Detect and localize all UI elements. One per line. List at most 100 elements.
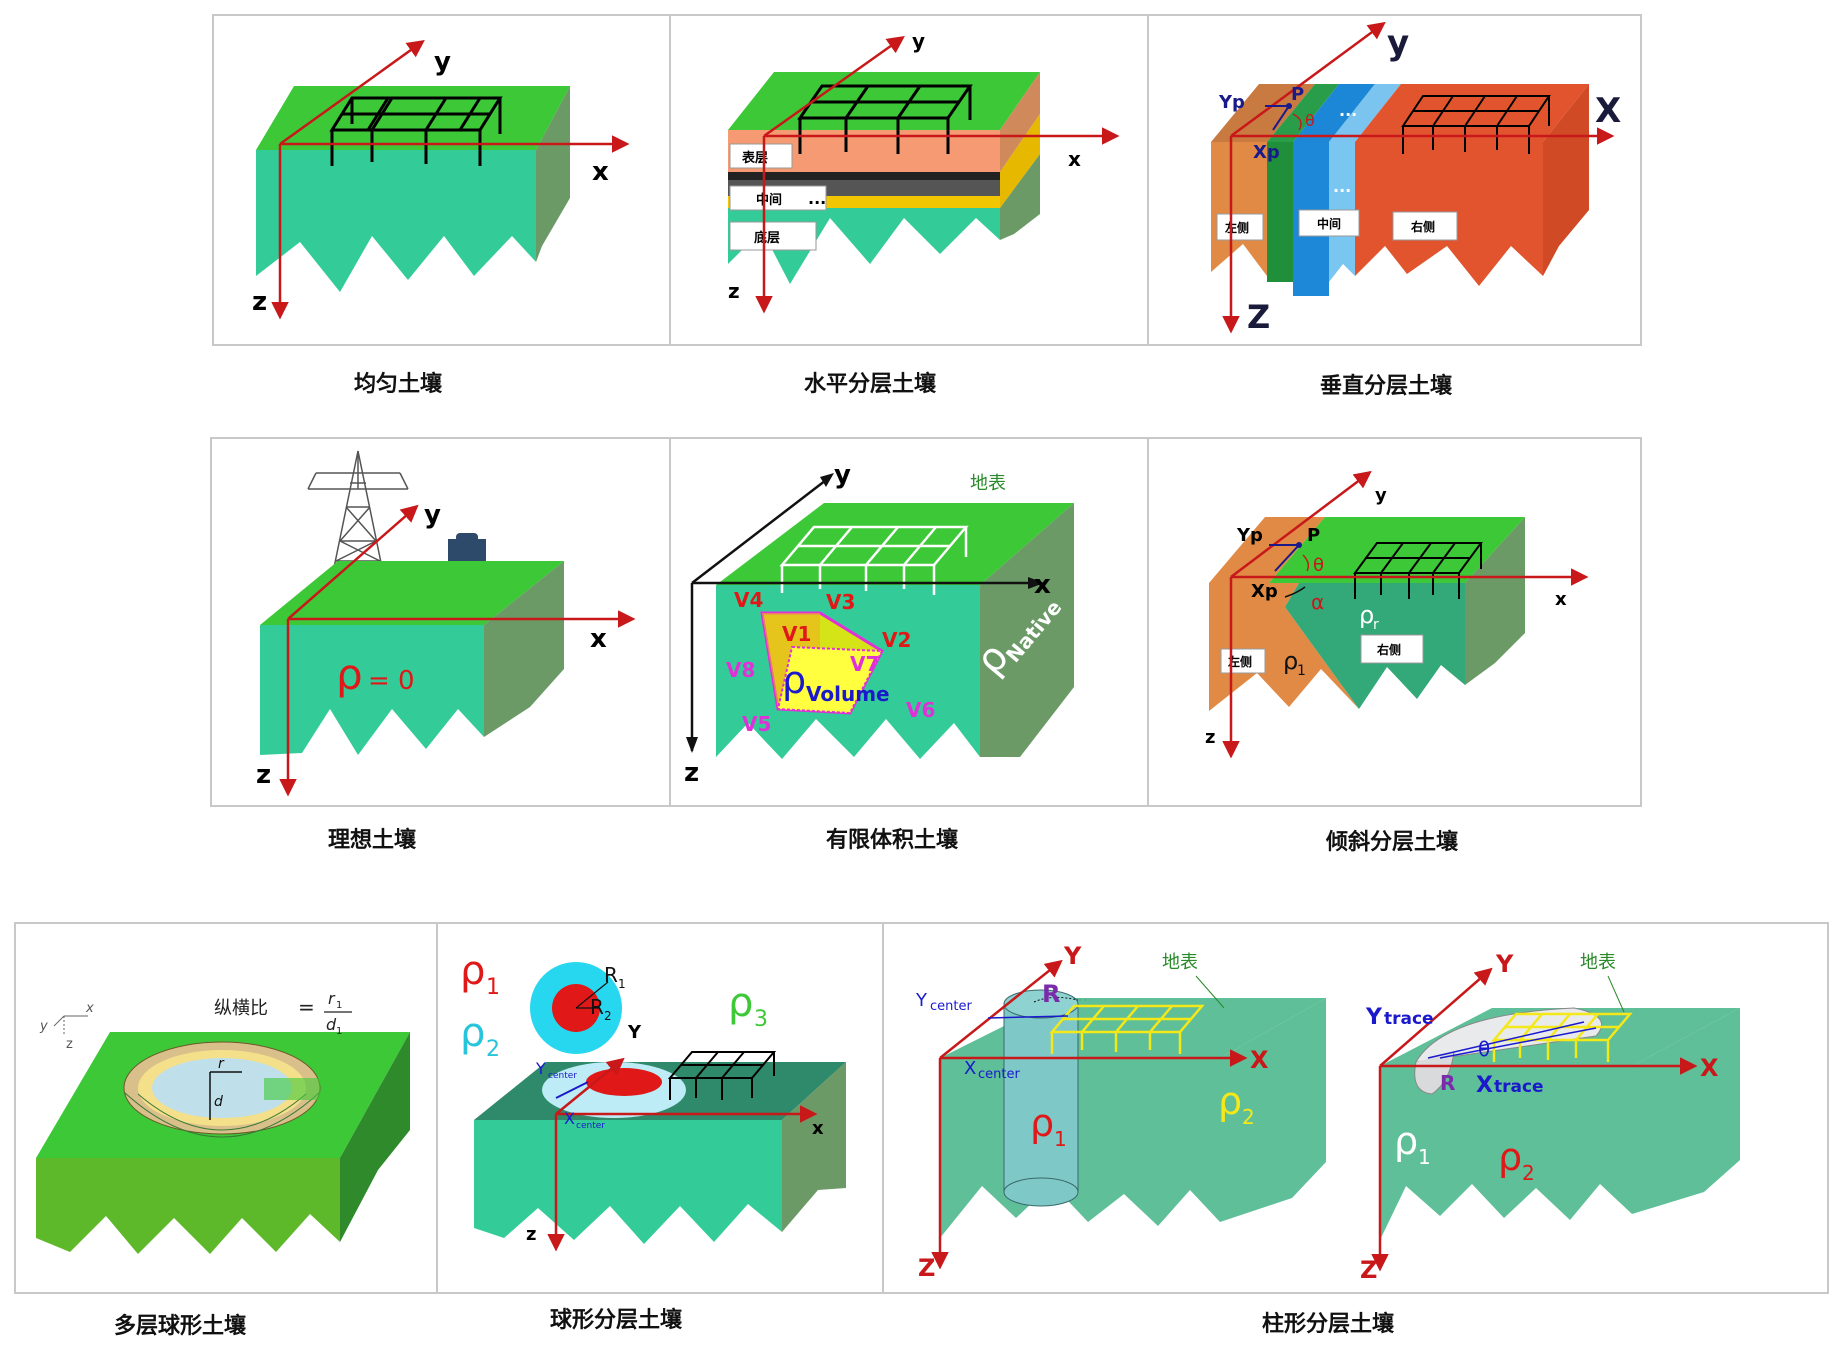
- caption-finite: 有限体积土壤: [825, 828, 958, 853]
- p-label: P: [1291, 84, 1304, 105]
- aspect-numerator-sub: 1: [336, 1000, 342, 1011]
- vertex-v1: V1: [782, 622, 811, 646]
- left-rho2-subscript: 2: [1242, 1105, 1255, 1129]
- horizontal-layer-diagram: 表层 中间 ... 底层 x y z: [728, 29, 1120, 314]
- inclined-layer-diagram: 左侧 右侧 x y z Yp Xp P θ α ρ 1 ρ r: [1205, 470, 1589, 759]
- row2-divider-1: [669, 437, 671, 807]
- left-surface-label: 地表: [1162, 952, 1198, 973]
- x-axis-label: X: [1595, 91, 1621, 131]
- caption-vertical: 垂直分层土壤: [1319, 374, 1452, 399]
- row2-frame: [210, 437, 1642, 807]
- caption-cylinder: 柱形分层土壤: [1261, 1312, 1394, 1337]
- label-middle-box: [1298, 209, 1360, 237]
- z-axis-label: z: [256, 760, 271, 790]
- layer-label-middle: 中间: [756, 192, 782, 208]
- x-axis-label: x: [592, 157, 609, 187]
- row3-frame: [14, 922, 1829, 1294]
- z-axis-label: z: [526, 1224, 536, 1245]
- label-right: 右侧: [1410, 219, 1435, 234]
- theta-label: θ: [1305, 111, 1315, 130]
- xp-label: Xp: [1253, 142, 1280, 163]
- layer-label-top: 表层: [741, 150, 768, 166]
- label-right: 右侧: [1376, 642, 1401, 657]
- alpha-label: α: [1311, 590, 1324, 614]
- rho2-subscript: 2: [486, 1037, 500, 1062]
- left-y-axis-label: Y: [1063, 942, 1082, 970]
- sphere-layer-diagram: x Y z ρ 1 ρ 2 ρ 3 R 1 R 2 Y center X cen…: [460, 948, 846, 1252]
- label-middle: 中间: [1317, 216, 1341, 231]
- row3-divider-1: [436, 922, 438, 1294]
- right-z-axis-label: Z: [1360, 1256, 1377, 1284]
- z-axis-label: Z: [1247, 298, 1270, 336]
- r1-label: R: [604, 963, 618, 987]
- trace-theta-label: θ: [1478, 1037, 1490, 1061]
- rho-volume-subscript: Volume: [806, 682, 890, 706]
- vertex-v5: V5: [742, 712, 771, 736]
- radius-label: r: [218, 1056, 225, 1072]
- y-axis-label: y: [834, 460, 851, 490]
- row1-frame: [212, 14, 1642, 346]
- label-left: 左侧: [1224, 220, 1249, 235]
- y-axis-label: y: [434, 47, 451, 77]
- xcenter-subscript: center: [978, 1067, 1020, 1082]
- layer-label-middle-box: [729, 185, 827, 211]
- rho-equals-zero: = 0: [368, 666, 415, 696]
- caption-multisphere: 多层球形土壤: [113, 1314, 246, 1339]
- row1-divider-2: [1147, 14, 1149, 346]
- left-x-axis-label: X: [1250, 1046, 1269, 1074]
- xtrace-subscript: trace: [1494, 1077, 1544, 1097]
- label-left-box: [1220, 648, 1266, 674]
- cylinder-layer-diagram: X Y Z 地表 Y center X center R ρ 1 ρ 2 X Y…: [915, 942, 1740, 1284]
- z-axis-label: z: [728, 279, 740, 303]
- row1-divider-1: [669, 14, 671, 346]
- left-rho1-symbol: ρ: [1030, 1101, 1054, 1145]
- x-axis-label: x: [590, 624, 607, 654]
- right-rho1-subscript: 1: [1418, 1145, 1431, 1169]
- z-axis-label: z: [252, 287, 267, 317]
- label-right-box: [1360, 634, 1424, 664]
- ycenter-subscript: center: [930, 999, 972, 1014]
- left-z-axis-label: Z: [918, 1254, 935, 1282]
- right-y-axis-label: Y: [1495, 950, 1514, 978]
- vertex-v8: V8: [726, 658, 755, 682]
- yp-label: Yp: [1218, 92, 1245, 113]
- ycenter-subscript: center: [548, 1071, 577, 1081]
- ycenter-label: Y: [915, 990, 928, 1011]
- finite-volume-diagram: x y z 地表 V1 V2 V3 V4 V5 V6 V7 V8 ρ Volum…: [684, 460, 1074, 788]
- r2-subscript: 2: [604, 1009, 612, 1023]
- multilayer-sphere-diagram: 纵横比 = r 1 d 1 r d x y z: [36, 989, 410, 1254]
- aspect-ratio-equals: =: [298, 995, 315, 1019]
- r2-label: R: [590, 995, 604, 1019]
- ideal-soil-diagram: x y z ρ = 0: [256, 450, 636, 797]
- rho1-subscript: 1: [486, 975, 500, 1000]
- right-surface-label: 地表: [1580, 952, 1616, 973]
- layer-label-bottom-box: [729, 221, 817, 251]
- caption-sphere: 球形分层土壤: [549, 1308, 682, 1333]
- left-rho2-symbol: ρ: [1218, 1079, 1242, 1123]
- xcenter-label: X: [564, 1109, 575, 1128]
- label-left: 左侧: [1227, 654, 1252, 669]
- row2-divider-2: [1147, 437, 1149, 807]
- vertex-v3: V3: [826, 590, 855, 614]
- y-axis-label: y: [1387, 23, 1409, 63]
- p-label: P: [1307, 525, 1320, 546]
- rho-volume-symbol: ρ: [782, 658, 806, 702]
- z-axis-label: z: [1205, 727, 1215, 748]
- left-rho1-subscript: 1: [1054, 1127, 1067, 1151]
- right-rho1-symbol: ρ: [1394, 1119, 1418, 1163]
- right-rho2-subscript: 2: [1522, 1161, 1535, 1185]
- theta-label: θ: [1313, 555, 1324, 576]
- rho-symbol: ρ: [336, 650, 363, 699]
- xcenter-label: X: [964, 1058, 976, 1079]
- trace-radius-label: R: [1440, 1071, 1455, 1095]
- rho2-symbol: ρ: [460, 1010, 485, 1056]
- ytrace-subscript: trace: [1384, 1009, 1434, 1029]
- aspect-numerator: r: [328, 989, 336, 1008]
- rho-right-symbol: ρ: [1359, 601, 1374, 629]
- caption-ideal: 理想土壤: [327, 828, 416, 853]
- surface-label: 地表: [970, 473, 1006, 494]
- rho3-symbol: ρ: [728, 980, 753, 1026]
- aspect-ratio-label: 纵横比: [214, 998, 268, 1019]
- right-rho2-symbol: ρ: [1498, 1135, 1522, 1179]
- rho-right-subscript: r: [1373, 617, 1379, 633]
